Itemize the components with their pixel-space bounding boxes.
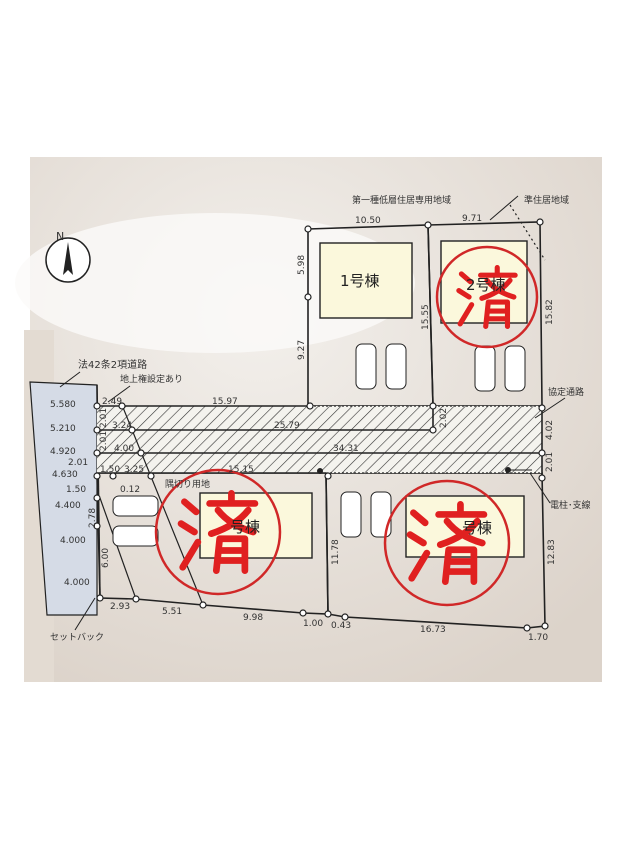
building-4-label: 号棟 [230, 518, 260, 536]
car-icon [355, 343, 377, 390]
svg-text:3.24: 3.24 [112, 421, 132, 431]
svg-text:0.12: 0.12 [120, 485, 140, 495]
svg-text:2.93: 2.93 [110, 602, 130, 612]
road-42-label: 法42条2項道路 [78, 358, 147, 371]
car-icon [340, 491, 362, 538]
agreement-road-label: 協定通路 [548, 386, 584, 398]
svg-text:34.31: 34.31 [333, 444, 359, 454]
svg-text:9.98: 9.98 [243, 613, 263, 623]
svg-text:5.51: 5.51 [162, 607, 182, 617]
svg-text:12.83: 12.83 [547, 539, 557, 565]
corner-cut-label: 隅切り用地 [165, 478, 210, 490]
svg-text:5.98: 5.98 [297, 255, 307, 275]
utility-pole-icon [317, 467, 532, 474]
car-icon [112, 495, 159, 517]
building-3-label: 号棟 [462, 519, 492, 537]
svg-text:9.71: 9.71 [462, 214, 482, 224]
svg-text:3.25: 3.25 [124, 465, 144, 475]
car-icon [474, 345, 496, 392]
svg-text:2.01: 2.01 [99, 431, 109, 451]
svg-text:2.49: 2.49 [102, 397, 122, 407]
svg-text:15.55: 15.55 [421, 304, 431, 330]
svg-text:10.50: 10.50 [355, 216, 381, 226]
building-2-label: 2号棟 [466, 276, 506, 294]
svg-text:4.00: 4.00 [114, 444, 134, 454]
sold-stamp-lot-4 [154, 468, 282, 596]
svg-text:2.78: 2.78 [88, 508, 98, 528]
svg-text:0.43: 0.43 [331, 621, 351, 631]
svg-text:1.50: 1.50 [66, 485, 86, 495]
parking-cars [112, 343, 526, 547]
north-compass-icon: N [45, 230, 91, 283]
sold-stamp-lot-3 [383, 479, 511, 607]
svg-text:1.00: 1.00 [303, 619, 323, 629]
surface-right-label: 地上権設定あり [120, 373, 183, 385]
zone-quasi-label: 準住居地域 [524, 194, 569, 206]
svg-text:1.50: 1.50 [100, 465, 120, 475]
zone-boundary [509, 204, 546, 261]
north-label: N [56, 230, 64, 243]
road-width: 4.000 [60, 536, 86, 546]
road-42-2 [29, 381, 98, 616]
road-width: 4.400 [55, 501, 81, 511]
svg-text:25.79: 25.79 [274, 421, 300, 431]
car-icon [385, 343, 407, 390]
car-icon [370, 491, 392, 538]
building-1 [319, 242, 413, 319]
sold-stamp-lot-2 [435, 245, 539, 349]
svg-text:4.02: 4.02 [545, 420, 555, 440]
background-table [15, 213, 415, 353]
building-1-label: 1号棟 [340, 272, 380, 290]
svg-text:6.00: 6.00 [101, 548, 111, 568]
road-width: 5.580 [50, 400, 76, 410]
svg-text:15.82: 15.82 [545, 299, 555, 325]
agreement-road [97, 406, 542, 473]
svg-text:15.97: 15.97 [212, 397, 238, 407]
dimensions: 10.50 9.71 5.98 9.27 15.55 15.82 2.49 15… [66, 214, 557, 643]
road-width: 5.210 [50, 424, 76, 434]
svg-text:9.27: 9.27 [297, 340, 307, 360]
svg-text:15.15: 15.15 [228, 465, 254, 475]
svg-text:11.78: 11.78 [331, 539, 341, 565]
car-icon [504, 345, 526, 392]
setback-label: セットバック [50, 632, 104, 643]
zone-low-label: 第一種低層住居専用地域 [352, 194, 451, 206]
car-icon [112, 525, 159, 547]
road-width: 4.630 [52, 470, 78, 480]
svg-text:2.02: 2.02 [439, 408, 449, 428]
svg-text:16.73: 16.73 [420, 625, 446, 635]
svg-text:2.01: 2.01 [545, 452, 555, 472]
svg-text:2.01: 2.01 [99, 408, 109, 428]
svg-text:2.01: 2.01 [68, 458, 88, 468]
svg-text:1.70: 1.70 [528, 633, 548, 643]
road-width: 4.000 [64, 578, 90, 588]
boundary-markers [93, 218, 549, 632]
pole-label: 電柱･支線 [550, 499, 591, 511]
road-width: 4.920 [50, 447, 76, 457]
